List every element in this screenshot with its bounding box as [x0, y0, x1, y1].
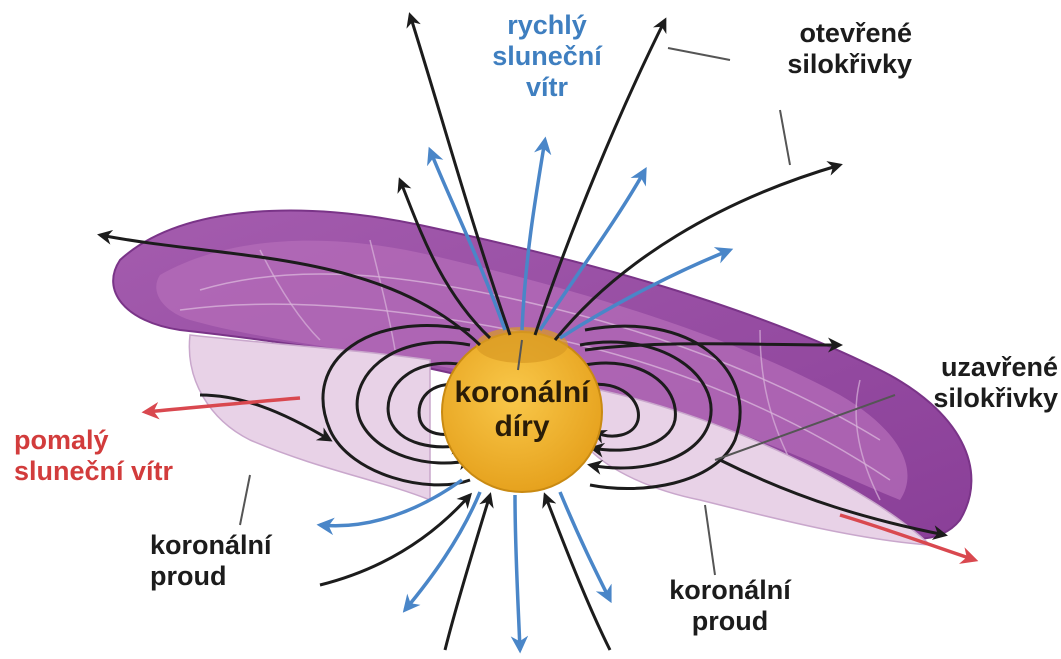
coronal-holes-label-line2: díry — [447, 410, 597, 444]
streamer-right-label: koronální proud — [660, 575, 800, 637]
open-lines-label-line1: otevřené — [752, 18, 912, 49]
streamer-right-label-line1: koronální — [660, 575, 800, 606]
coronal-holes-label-line1: koronální — [447, 376, 597, 410]
closed-lines-label-line2: silokřivky — [898, 383, 1058, 414]
slow-wind-label-line2: sluneční vítr — [14, 456, 173, 487]
slow-wind-label: pomalý sluneční vítr — [14, 425, 173, 487]
fast-wind-arrow — [515, 495, 520, 650]
closed-lines-label-line1: uzavřené — [898, 352, 1058, 383]
fast-wind-arrow — [560, 492, 610, 600]
open-field-line — [320, 495, 470, 585]
leader-line-streamer-left — [240, 475, 250, 525]
disk-lower-sheet — [189, 335, 430, 500]
streamer-left-label-line1: koronální — [150, 530, 272, 561]
open-lines-label: otevřené silokřivky — [752, 18, 912, 80]
closed-lines-label: uzavřené silokřivky — [898, 352, 1058, 414]
coronal-holes-label: koronální díry — [447, 376, 597, 444]
leader-line-streamer-right — [705, 505, 715, 575]
fast-wind-label-line1: rychlý — [467, 10, 627, 41]
leader-line-open — [780, 110, 790, 165]
fast-wind-label-line2: sluneční — [467, 41, 627, 72]
open-lines-label-line2: silokřivky — [752, 49, 912, 80]
fast-wind-arrow — [405, 492, 480, 610]
fast-wind-label: rychlý sluneční vítr — [467, 10, 627, 103]
streamer-left-label: koronální proud — [150, 530, 272, 592]
streamer-left-label-line2: proud — [150, 561, 272, 592]
leader-line-open — [668, 48, 730, 60]
streamer-right-label-line2: proud — [660, 606, 800, 637]
open-field-line — [545, 495, 610, 650]
fast-wind-label-line3: vítr — [467, 72, 627, 103]
slow-wind-label-line1: pomalý — [14, 425, 173, 456]
